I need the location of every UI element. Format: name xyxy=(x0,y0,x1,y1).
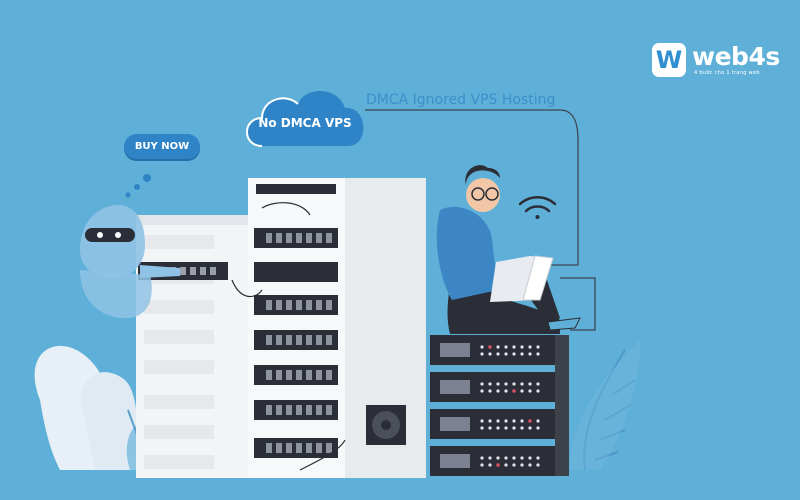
wifi-icon xyxy=(518,196,557,219)
server-rack-back-left xyxy=(136,215,251,478)
logo-badge: W xyxy=(652,43,686,77)
buy-now-button[interactable]: BUY NOW xyxy=(124,134,200,159)
cloud-label: No DMCA VPS xyxy=(258,116,352,130)
web4s-logo[interactable]: W web4s 4 bước cho 1 trang web xyxy=(652,42,780,78)
robot-figure xyxy=(80,205,180,319)
server-tower-main xyxy=(231,178,426,478)
headline-text: DMCA Ignored VPS Hosting xyxy=(366,92,556,108)
leaf-plant-right xyxy=(570,340,640,471)
speech-dots xyxy=(125,174,151,198)
brand-tagline: 4 bước cho 1 trang web xyxy=(694,69,760,76)
person-with-laptop xyxy=(436,165,581,334)
network-cable-2 xyxy=(560,277,596,331)
logo-letter: W xyxy=(655,46,683,74)
server-stack-right xyxy=(430,335,569,476)
network-cable xyxy=(365,109,579,266)
logo-wordmark: web4s 4 bước cho 1 trang web xyxy=(692,41,780,77)
cooling-fan-icon xyxy=(366,405,406,445)
cloud-icon xyxy=(246,90,364,147)
brand-name: web4s xyxy=(692,41,780,71)
